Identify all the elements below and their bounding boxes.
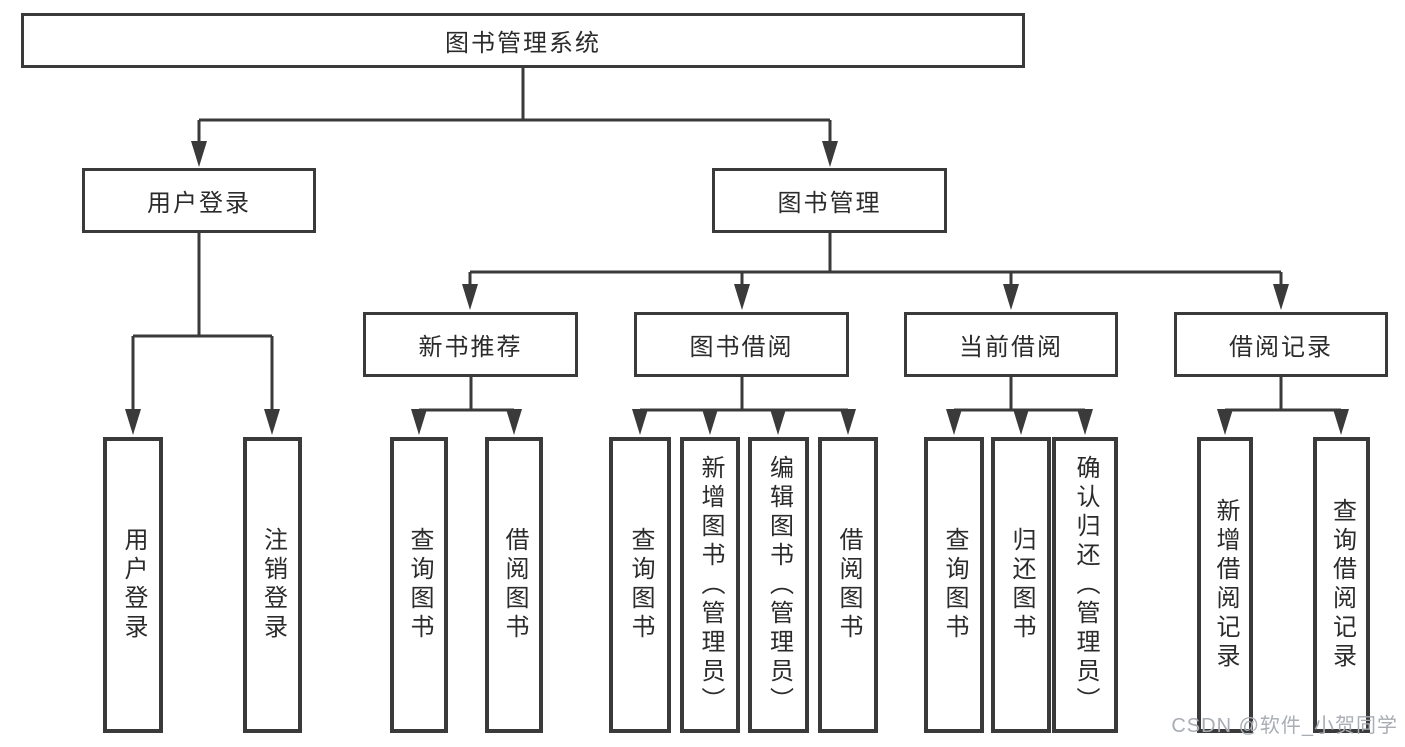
node-root-system: 图书管理系统 [21, 13, 1025, 68]
leaf-logout-label: 注销登录 [259, 527, 287, 643]
leaf-query-books-recommend-label: 查询图书 [406, 527, 433, 643]
leaf-logout: 注销登录 [243, 437, 302, 733]
leaf-query-books-current-label: 查询图书 [941, 527, 968, 643]
leaf-query-books-borrow: 查询图书 [609, 437, 671, 733]
node-new-book-recommend: 新书推荐 [363, 312, 578, 377]
node-user-login-label: 用户登录 [147, 190, 251, 217]
connector-book-borrow-to-leaves [632, 377, 856, 435]
leaf-add-borrow-record: 新增借阅记录 [1197, 437, 1253, 733]
node-book-borrow: 图书借阅 [634, 312, 849, 377]
leaf-user-login-label: 用户登录 [120, 527, 147, 643]
leaf-confirm-return-admin: 确认归还（管理员） [1052, 437, 1118, 733]
node-root-system-label: 图书管理系统 [445, 30, 601, 57]
node-new-book-recommend-label: 新书推荐 [418, 334, 523, 361]
leaf-borrow-books: 借阅图书 [818, 437, 878, 733]
node-borrow-record: 借阅记录 [1174, 312, 1388, 377]
leaf-borrow-books-recommend-label: 借阅图书 [501, 527, 528, 643]
connector-borrow-record-to-leaves [1217, 377, 1349, 435]
leaf-add-borrow-record-label: 新增借阅记录 [1212, 498, 1239, 672]
connector-new-book-to-leaves [411, 377, 522, 435]
connector-user-login-to-leaves [125, 233, 280, 435]
node-current-borrow-label: 当前借阅 [959, 334, 1063, 361]
connector-book-mgmt-to-level2 [462, 233, 1289, 310]
leaf-user-login: 用户登录 [103, 437, 163, 733]
leaf-borrow-books-label: 借阅图书 [835, 527, 862, 643]
leaf-query-books-current: 查询图书 [924, 437, 984, 733]
node-user-login: 用户登录 [82, 168, 316, 233]
leaf-edit-books-admin-label: 编辑图书（管理员） [765, 454, 793, 716]
leaf-confirm-return-admin-label: 确认归还（管理员） [1072, 454, 1099, 716]
leaf-add-books-admin: 新增图书（管理员） [680, 437, 740, 733]
leaf-return-books: 归还图书 [991, 437, 1051, 733]
node-current-borrow: 当前借阅 [904, 312, 1118, 377]
node-book-management: 图书管理 [712, 168, 947, 233]
leaf-query-books-borrow-label: 查询图书 [627, 527, 654, 643]
node-borrow-record-label: 借阅记录 [1229, 334, 1333, 361]
leaf-query-books-recommend: 查询图书 [390, 437, 448, 733]
leaf-edit-books-admin: 编辑图书（管理员） [748, 437, 809, 733]
node-book-borrow-label: 图书借阅 [689, 334, 794, 361]
leaf-return-books-label: 归还图书 [1008, 527, 1035, 643]
leaf-query-borrow-record: 查询借阅记录 [1313, 437, 1370, 733]
leaf-query-borrow-record-label: 查询借阅记录 [1328, 498, 1356, 672]
connector-current-borrow-to-leaves [946, 377, 1093, 435]
connector-root-to-level1 [191, 68, 838, 167]
leaf-borrow-books-recommend: 借阅图书 [485, 437, 543, 733]
node-book-management-label: 图书管理 [777, 190, 882, 217]
leaf-add-books-admin-label: 新增图书（管理员） [697, 454, 724, 716]
